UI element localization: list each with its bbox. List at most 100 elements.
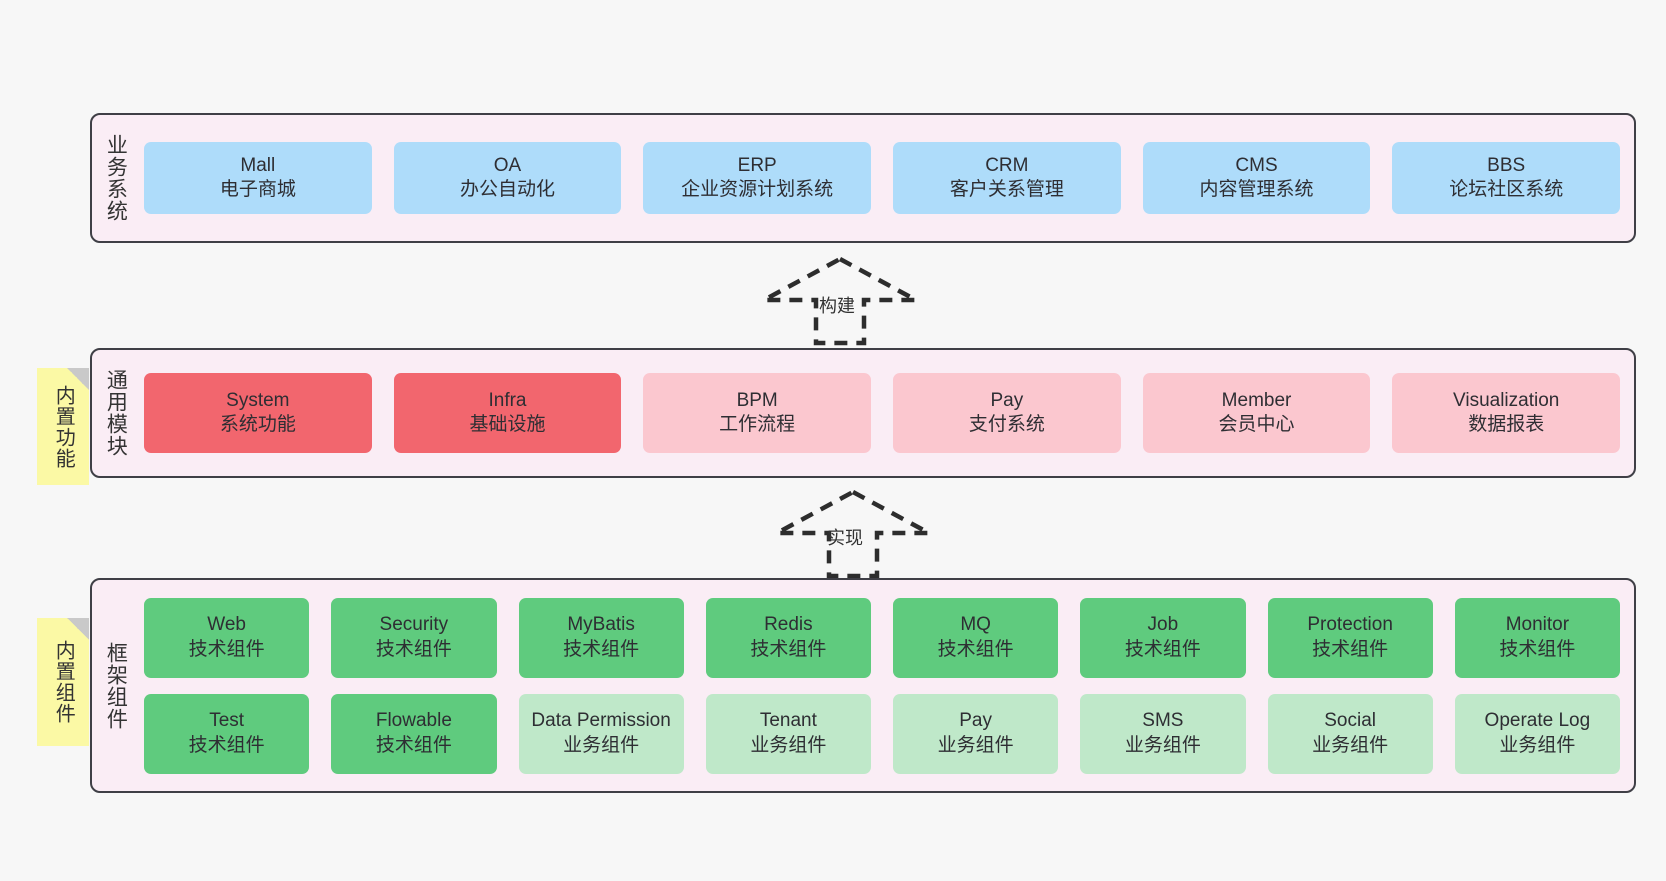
node-member[interactable]: Member 会员中心 bbox=[1142, 373, 1371, 453]
node-subtitle: 数据报表 bbox=[1468, 414, 1545, 435]
node-protection[interactable]: Protection 技术组件 bbox=[1267, 597, 1433, 678]
node-title: OA bbox=[493, 154, 522, 176]
node-monitor[interactable]: Monitor 技术组件 bbox=[1454, 597, 1620, 678]
layer-row: Web 技术组件 Security 技术组件 MyBatis 技术组件 Redi… bbox=[144, 597, 1620, 678]
node-bpm[interactable]: BPM 工作流程 bbox=[643, 373, 872, 453]
node-subtitle: 技术组件 bbox=[750, 638, 827, 660]
node-subtitle: 技术组件 bbox=[375, 734, 452, 756]
node-title: ERP bbox=[737, 154, 777, 176]
node-subtitle: 电子商城 bbox=[219, 179, 296, 200]
node-title: Job bbox=[1147, 614, 1179, 636]
node-subtitle: 办公自动化 bbox=[460, 179, 556, 200]
node-tenant[interactable]: Tenant 业务组件 bbox=[705, 693, 871, 774]
connector-label-implement: 实现 bbox=[827, 528, 863, 548]
node-title: Infra bbox=[488, 389, 527, 411]
node-title: CRM bbox=[985, 154, 1029, 176]
node-subtitle: 业务组件 bbox=[937, 734, 1014, 756]
node-title: Pay bbox=[959, 710, 992, 732]
node-title: MyBatis bbox=[567, 614, 635, 636]
note-label: 内置组件 bbox=[52, 640, 75, 724]
node-data-permission[interactable]: Data Permission 业务组件 bbox=[518, 693, 684, 774]
node-title: Monitor bbox=[1505, 614, 1570, 636]
node-social[interactable]: Social 业务组件 bbox=[1267, 693, 1433, 774]
layer-row: Test 技术组件 Flowable 技术组件 Data Permission … bbox=[144, 693, 1620, 774]
sticky-note-builtin-components: 内置组件 bbox=[37, 618, 89, 746]
node-pay[interactable]: Pay 支付系统 bbox=[893, 373, 1121, 453]
layer-business-systems: 业务系统 Mall 电子商城 OA 办公自动化 ERP 企业资源计划系统 CRM… bbox=[90, 113, 1636, 243]
layer-framework-components: 框架组件 Web 技术组件 Security 技术组件 MyBatis 技术组件… bbox=[90, 578, 1636, 793]
node-subtitle: 技术组件 bbox=[1124, 638, 1201, 660]
page-fold-icon bbox=[67, 618, 89, 640]
node-infra[interactable]: Infra 基础设施 bbox=[393, 373, 622, 453]
node-subtitle: 基础设施 bbox=[469, 414, 546, 435]
layer-title-framework: 框架组件 bbox=[104, 641, 128, 730]
layer-title-modules: 通用模块 bbox=[104, 369, 128, 457]
node-subtitle: 业务组件 bbox=[1499, 734, 1576, 756]
node-web[interactable]: Web 技术组件 bbox=[144, 597, 310, 678]
node-mq[interactable]: MQ 技术组件 bbox=[893, 597, 1059, 678]
node-subtitle: 业务组件 bbox=[563, 734, 640, 756]
node-redis[interactable]: Redis 技术组件 bbox=[705, 597, 871, 678]
node-subtitle: 客户关系管理 bbox=[949, 179, 1064, 200]
node-subtitle: 技术组件 bbox=[563, 638, 640, 660]
node-test[interactable]: Test 技术组件 bbox=[144, 693, 310, 774]
node-subtitle: 业务组件 bbox=[1312, 734, 1389, 756]
node-title: Test bbox=[209, 710, 245, 732]
node-operate-log[interactable]: Operate Log 业务组件 bbox=[1454, 693, 1620, 774]
node-oa[interactable]: OA 办公自动化 bbox=[393, 142, 622, 214]
node-cms[interactable]: CMS 内容管理系统 bbox=[1142, 142, 1371, 214]
node-pay-biz[interactable]: Pay 业务组件 bbox=[893, 693, 1059, 774]
node-crm[interactable]: CRM 客户关系管理 bbox=[893, 142, 1121, 214]
node-subtitle: 会员中心 bbox=[1218, 414, 1295, 435]
node-title: Web bbox=[207, 614, 246, 636]
node-mybatis[interactable]: MyBatis 技术组件 bbox=[518, 597, 684, 678]
layer-common-modules: 通用模块 System 系统功能 Infra 基础设施 BPM 工作流程 Pay… bbox=[90, 348, 1636, 478]
node-sms[interactable]: SMS 业务组件 bbox=[1080, 693, 1246, 774]
node-title: System bbox=[226, 389, 290, 411]
node-title: Social bbox=[1324, 710, 1376, 732]
node-title: MQ bbox=[960, 614, 991, 636]
node-system[interactable]: System 系统功能 bbox=[144, 373, 372, 453]
node-title: CMS bbox=[1235, 154, 1278, 176]
node-subtitle: 论坛社区系统 bbox=[1449, 179, 1564, 200]
node-subtitle: 支付系统 bbox=[968, 414, 1045, 435]
generalization-arrow-build bbox=[762, 256, 918, 346]
node-subtitle: 技术组件 bbox=[188, 638, 265, 660]
node-mall[interactable]: Mall 电子商城 bbox=[144, 142, 372, 214]
node-title: Visualization bbox=[1453, 389, 1560, 411]
connector-label-build: 构建 bbox=[819, 296, 855, 316]
node-title: Data Permission bbox=[531, 710, 671, 732]
note-label: 内置功能 bbox=[52, 384, 75, 469]
node-security[interactable]: Security 技术组件 bbox=[331, 597, 497, 678]
generalization-arrow-implement bbox=[775, 489, 931, 579]
node-subtitle: 系统功能 bbox=[219, 414, 296, 435]
node-subtitle: 技术组件 bbox=[188, 734, 265, 756]
layer-title-business: 业务系统 bbox=[104, 134, 128, 222]
node-title: Member bbox=[1221, 389, 1292, 411]
node-erp[interactable]: ERP 企业资源计划系统 bbox=[643, 142, 872, 214]
node-title: Flowable bbox=[375, 710, 452, 732]
layer-body-modules: System 系统功能 Infra 基础设施 BPM 工作流程 Pay 支付系统… bbox=[138, 350, 1634, 476]
node-visualization[interactable]: Visualization 数据报表 bbox=[1392, 373, 1621, 453]
layer-body-framework: Web 技术组件 Security 技术组件 MyBatis 技术组件 Redi… bbox=[138, 580, 1634, 791]
node-flowable[interactable]: Flowable 技术组件 bbox=[331, 693, 497, 774]
node-title: Redis bbox=[764, 614, 813, 636]
node-subtitle: 业务组件 bbox=[1124, 734, 1201, 756]
node-title: Mall bbox=[240, 154, 276, 176]
node-subtitle: 内容管理系统 bbox=[1199, 179, 1314, 200]
layer-body-business: Mall 电子商城 OA 办公自动化 ERP 企业资源计划系统 CRM 客户关系… bbox=[138, 115, 1634, 241]
node-subtitle: 业务组件 bbox=[750, 734, 827, 756]
node-title: SMS bbox=[1142, 710, 1184, 732]
node-title: Protection bbox=[1307, 614, 1393, 636]
node-subtitle: 技术组件 bbox=[1499, 638, 1576, 660]
node-title: Operate Log bbox=[1484, 710, 1591, 732]
node-title: Security bbox=[379, 614, 449, 636]
node-title: Pay bbox=[990, 389, 1024, 411]
node-subtitle: 企业资源计划系统 bbox=[681, 179, 834, 200]
node-title: Tenant bbox=[759, 710, 817, 732]
node-subtitle: 技术组件 bbox=[937, 638, 1014, 660]
node-job[interactable]: Job 技术组件 bbox=[1080, 597, 1246, 678]
sticky-note-builtin-functions: 内置功能 bbox=[37, 368, 89, 485]
node-title: BBS bbox=[1487, 154, 1526, 176]
node-bbs[interactable]: BBS 论坛社区系统 bbox=[1392, 142, 1621, 214]
